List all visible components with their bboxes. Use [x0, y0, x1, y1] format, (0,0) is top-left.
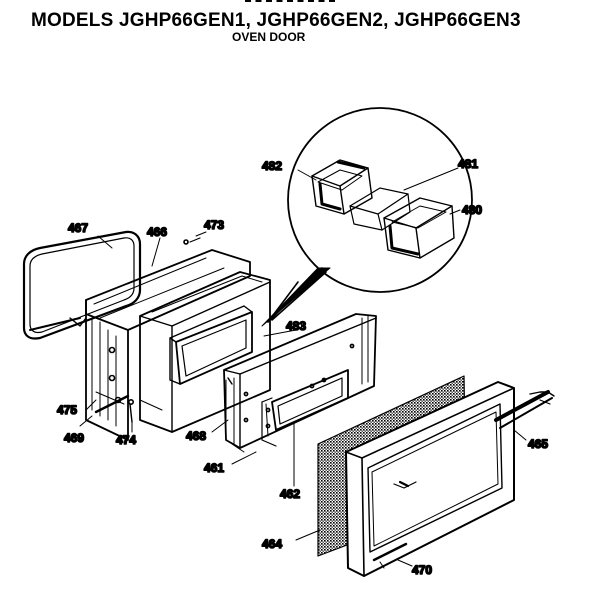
label-461: 461 [204, 461, 224, 475]
label-465: 465 [528, 437, 548, 451]
label-466: 466 [147, 225, 167, 239]
label-467: 467 [68, 221, 88, 235]
page-subtitle: OVEN DOOR [232, 30, 306, 44]
label-483: 483 [286, 319, 306, 333]
page-title: MODELS JGHP66GEN1, JGHP66GEN2, JGHP66GEN… [31, 10, 521, 31]
label-469: 469 [64, 431, 84, 445]
part-483-door-panel [223, 313, 377, 453]
label-462: 462 [280, 487, 300, 501]
label-482: 482 [262, 159, 282, 173]
label-468: 468 [186, 429, 206, 443]
part-474-screw [128, 398, 135, 423]
label-474: 474 [116, 433, 136, 447]
part-468-door-liner [139, 271, 271, 433]
part-480-window-frame [383, 197, 455, 259]
label-470: 470 [412, 563, 432, 577]
part-482-window-frame [311, 159, 373, 215]
cut-off-line [245, 0, 335, 5]
detail-zoom-circle [287, 107, 473, 293]
leader-lines [79, 235, 527, 567]
label-475: 475 [57, 403, 77, 417]
label-480: 480 [462, 203, 482, 217]
label-481: 481 [458, 157, 478, 171]
part-466-inner-door [85, 249, 251, 441]
label-464: 464 [262, 537, 282, 551]
label-473: 473 [204, 218, 224, 232]
part-470-outer-door [345, 381, 515, 577]
part-465-door-handle [494, 390, 555, 429]
part-473-screw [183, 231, 207, 245]
